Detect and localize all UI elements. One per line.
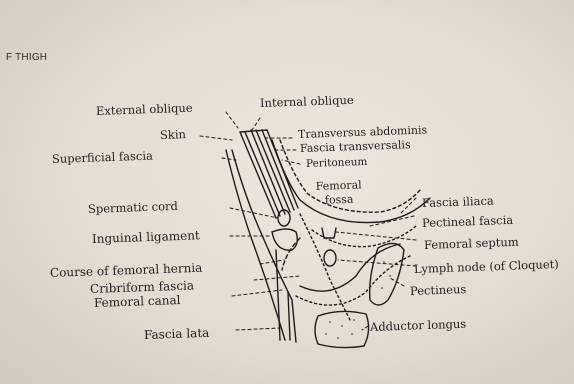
label-fascia-lata: Fascia lata — [144, 326, 210, 342]
external-oblique-band — [240, 132, 276, 218]
inguinal-ligament-shape — [272, 229, 297, 250]
adductor-longus-shape — [315, 311, 369, 347]
lymph-node-shape — [324, 250, 336, 266]
label-fascia-iliaca: Fascia iliaca — [422, 193, 494, 209]
femoral-septum-shape — [322, 228, 336, 238]
label-skin: Skin — [160, 127, 186, 142]
label-pectineus: Pectineus — [410, 282, 467, 298]
femoral-fossa-outline — [300, 214, 350, 320]
pectineus-shape — [370, 243, 404, 305]
pectineal-line — [300, 244, 400, 291]
label-peritoneum: Peritoneum — [306, 156, 368, 170]
label-femoral-fossa: Femoral fossa — [316, 178, 363, 208]
